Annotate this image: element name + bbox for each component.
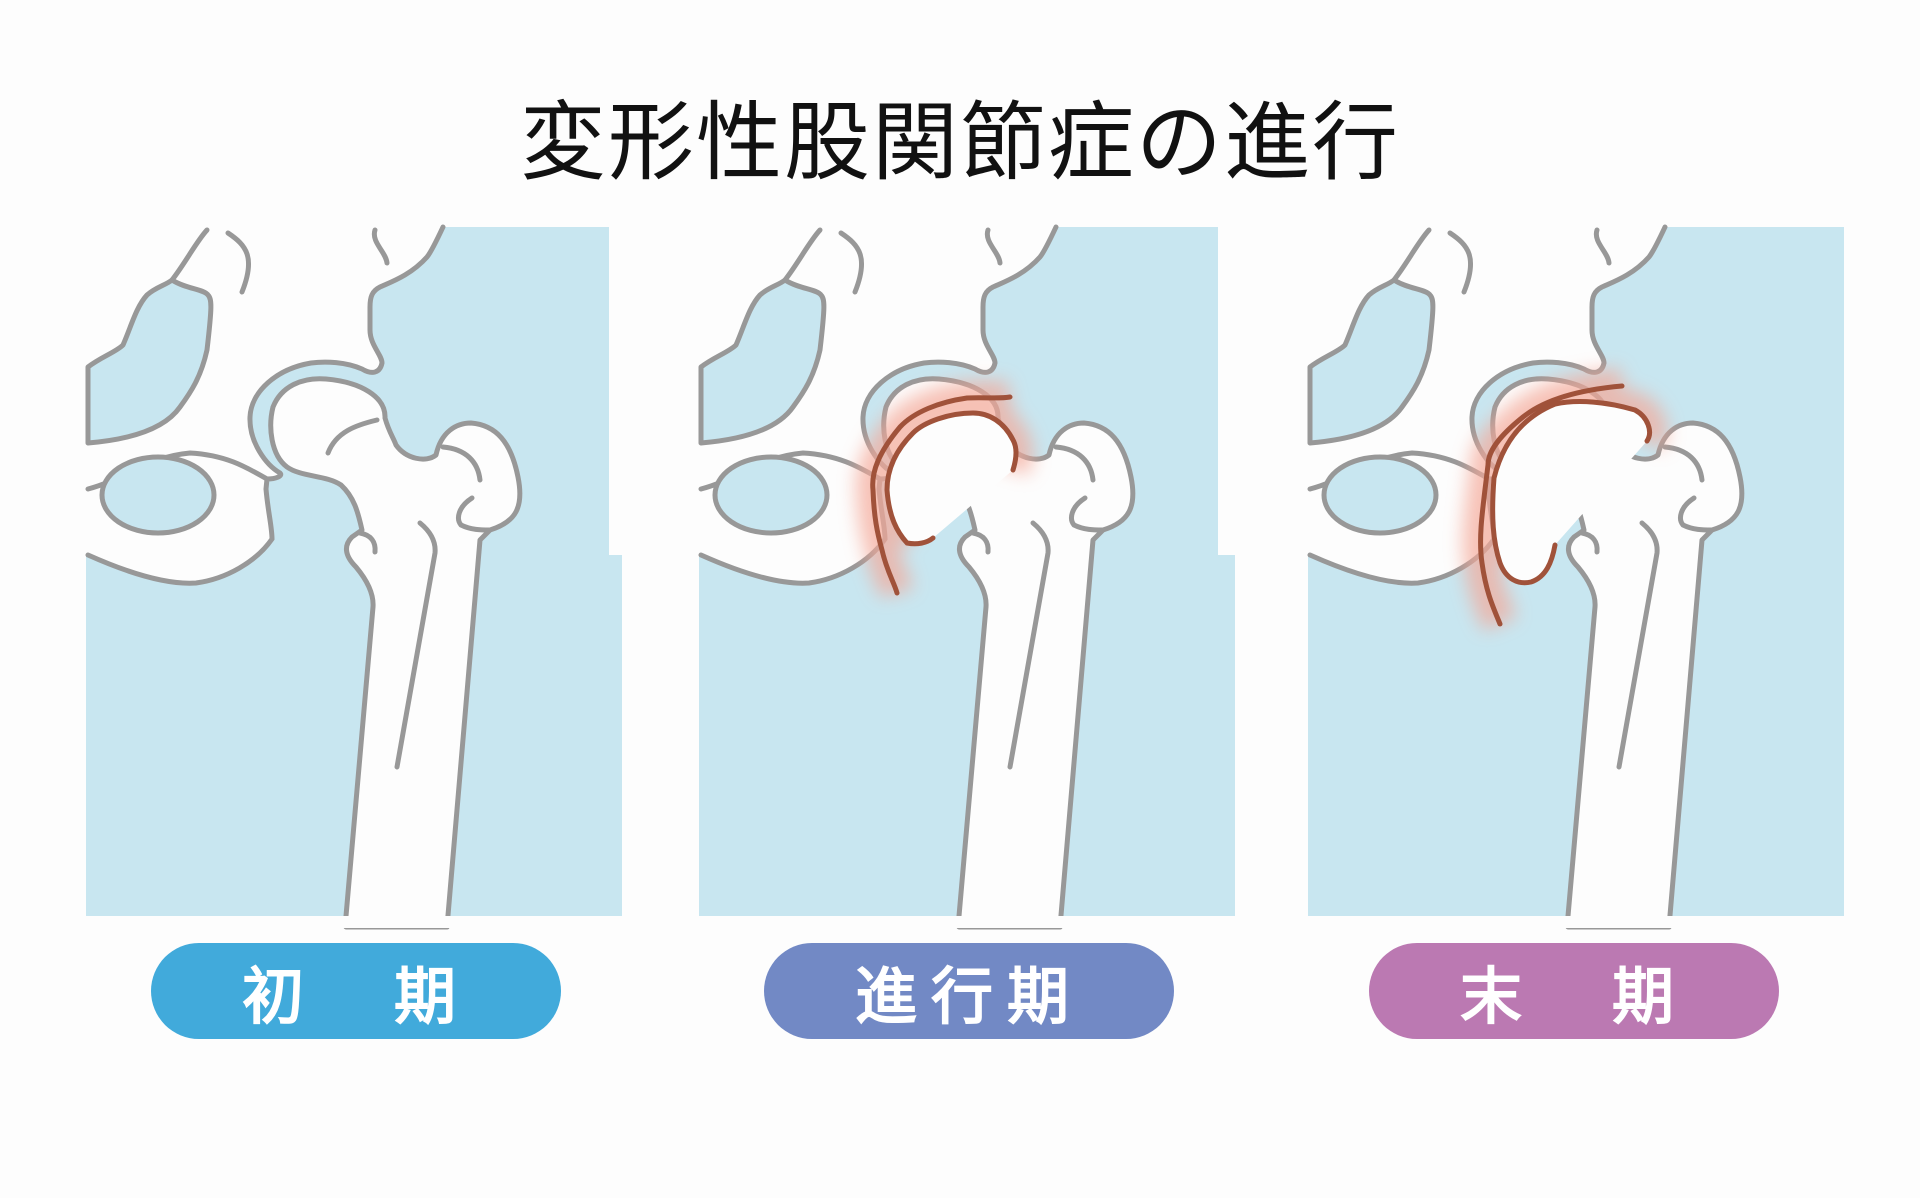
stage-label-late: 末 期 <box>1369 943 1779 1039</box>
hip-joint-graphic <box>609 187 1235 928</box>
stage-late-illustration <box>1308 227 1844 916</box>
stage-label-early: 初 期 <box>151 943 561 1039</box>
acetabulum-outline-inflamed <box>1478 383 1625 627</box>
page-title: 変形性股関節症の進行 <box>520 93 1400 193</box>
stage-early-illustration <box>86 227 622 916</box>
acetabulum-outline-inflamed <box>870 394 1013 596</box>
stage-label-progressive: 進行期 <box>764 943 1174 1039</box>
hip-joint-graphic <box>0 187 622 928</box>
stage-progressive-illustration <box>699 227 1235 916</box>
femoral-head-outline-inflamed <box>1490 399 1652 586</box>
femoral-head-outline-inflamed <box>884 410 1019 547</box>
